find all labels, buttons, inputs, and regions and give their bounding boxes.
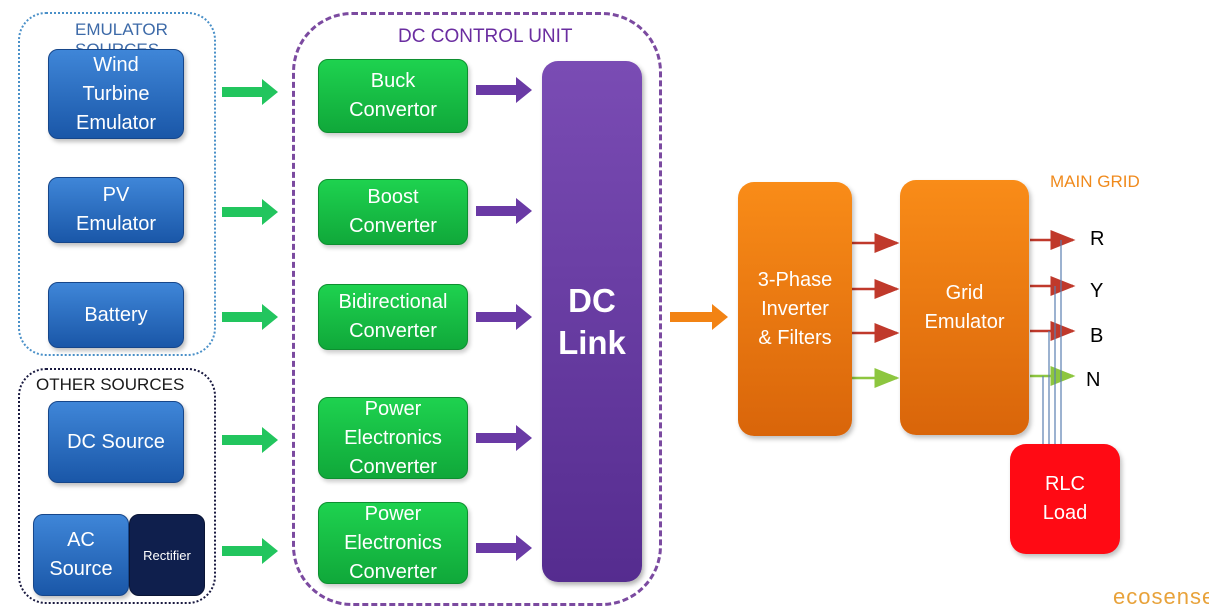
phase-r-label: R [1090, 228, 1105, 250]
arrow-boost [476, 198, 532, 224]
other-sources-group [18, 368, 216, 604]
rectifier-block: Rectifier [129, 514, 205, 596]
buck-convertor-block: Buck Convertor [318, 59, 468, 133]
battery-block: Battery [48, 282, 184, 348]
arrow-power1 [476, 425, 532, 451]
arrow-wind [222, 79, 278, 105]
source-to-converter-arrows [222, 79, 278, 564]
main-grid-label: MAIN GRID [1050, 172, 1140, 191]
emulator-sources-label: EMULATOR SOURCES [75, 20, 168, 50]
arrow-power2 [476, 535, 532, 561]
emulator-sources-group [18, 12, 216, 356]
arrow-dclink-to-inverter [670, 304, 728, 330]
three-phase-inverter-block: 3-Phase Inverter & Filters [738, 182, 852, 436]
phase-n-label: N [1086, 369, 1101, 391]
power-electronics-converter-1-block: Power Electronics Converter [318, 397, 468, 479]
arrow-ac-source [222, 538, 278, 564]
phase-y-label: Y [1090, 280, 1104, 302]
grid-to-phase-arrows [1030, 230, 1076, 386]
dc-link-block: DC Link [542, 61, 642, 582]
ac-source-block: AC Source [33, 514, 129, 596]
arrow-pv [222, 199, 278, 225]
phase-b-label: B [1090, 325, 1104, 347]
pv-emulator-block: PV Emulator [48, 177, 184, 243]
arrow-buck [476, 77, 532, 103]
arrow-battery [222, 304, 278, 330]
dc-control-unit-group [292, 12, 662, 606]
rlc-load-block: RLC Load [1010, 444, 1120, 554]
wind-turbine-emulator-block: Wind Turbine Emulator [48, 49, 184, 139]
arrow-bidirectional [476, 304, 532, 330]
dc-control-unit-label: DC CONTROL UNIT [398, 26, 573, 47]
load-taps [1042, 240, 1062, 446]
boost-converter-block: Boost Converter [318, 179, 468, 245]
ecosense-logo: ecosense [1113, 584, 1209, 609]
other-sources-label: OTHER SOURCES [36, 375, 185, 394]
inverter-to-grid-arrows [852, 233, 900, 388]
dc-source-block: DC Source [48, 401, 184, 483]
grid-emulator-block: Grid Emulator [900, 180, 1029, 435]
arrow-dc-source [222, 427, 278, 453]
bidirectional-converter-block: Bidirectional Converter [318, 284, 468, 350]
power-electronics-converter-2-block: Power Electronics Converter [318, 502, 468, 584]
converter-to-dclink-arrows [476, 77, 532, 561]
